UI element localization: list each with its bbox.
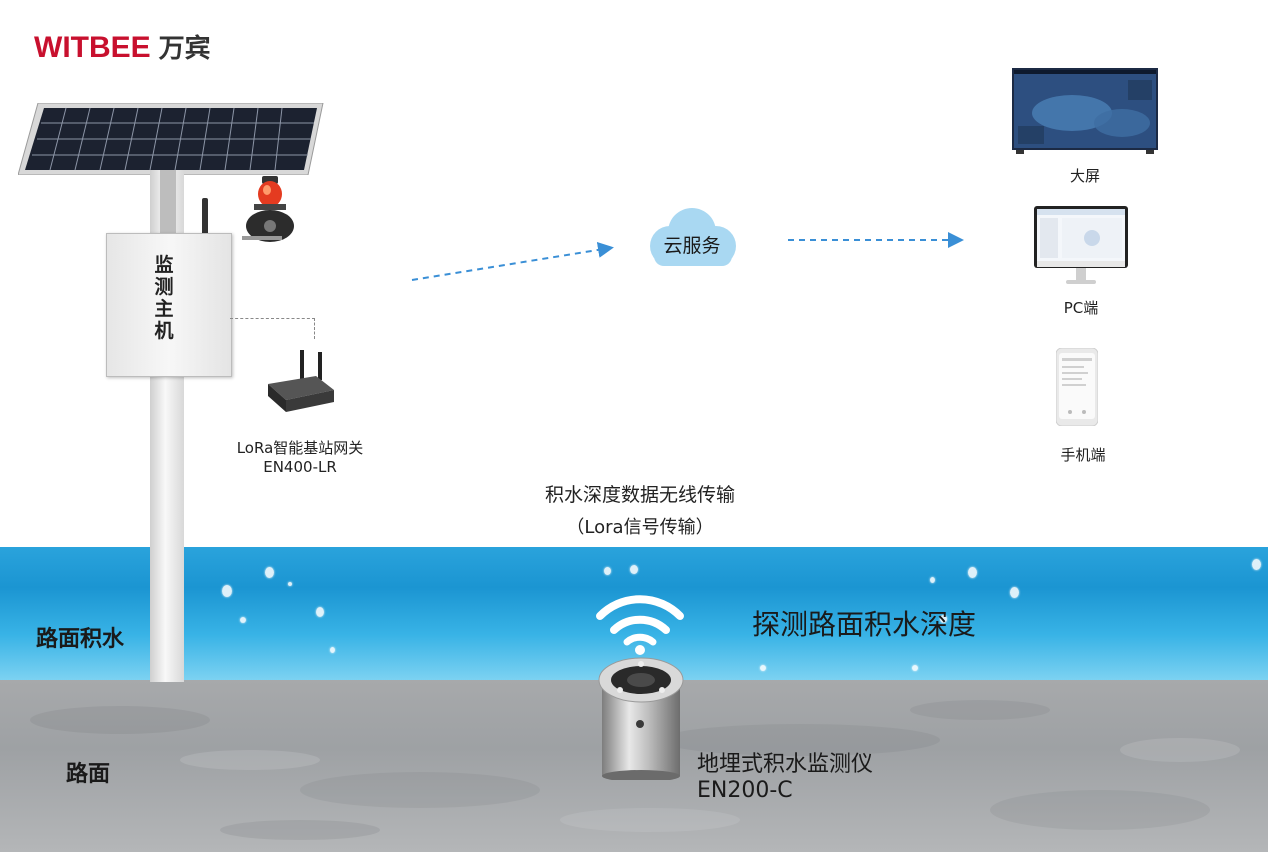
gateway-router-icon xyxy=(268,350,334,412)
cloud-icon xyxy=(650,208,736,266)
mobile-phone-icon xyxy=(1056,348,1098,426)
client-mobile-label: 手机端 xyxy=(1060,446,1106,464)
flow-arrows xyxy=(411,232,964,281)
host-gateway-connector xyxy=(230,318,315,339)
gateway-name: LoRa智能基站网关 xyxy=(236,439,364,457)
sensor-model: EN200-C xyxy=(697,778,793,803)
cloud-label: 云服务 xyxy=(663,235,721,257)
client-pc-label: PC端 xyxy=(1063,299,1099,317)
monitoring-host-box xyxy=(106,233,232,377)
host-antenna-icon xyxy=(202,198,208,236)
transmission-subtitle: （Lora信号传输） xyxy=(566,517,714,538)
logo-brand: WITBEE xyxy=(34,31,151,64)
water-surface-label: 路面积水 xyxy=(36,627,125,652)
transmission-title: 积水深度数据无线传输 xyxy=(544,484,735,506)
gateway-model: EN400-LR xyxy=(263,458,337,476)
solar-panel xyxy=(18,103,324,175)
pc-monitor-icon xyxy=(1034,206,1128,284)
wifi-signal-icon xyxy=(596,595,684,655)
logo-chinese: 万宾 xyxy=(158,33,211,63)
road-surface-label: 路面 xyxy=(66,762,111,787)
alarm-light-icon xyxy=(242,176,294,242)
sensor-name: 地埋式积水监测仪 xyxy=(697,752,874,777)
monitoring-host-label: 监测主机 xyxy=(154,254,174,342)
client-big-screen-label: 大屏 xyxy=(1069,167,1100,185)
big-screen-icon xyxy=(1012,68,1158,154)
arrow-gateway-to-cloud xyxy=(411,242,614,281)
road-texture xyxy=(30,700,1240,840)
panel-mount xyxy=(160,170,176,240)
probe-depth-label: 探测路面积水深度 xyxy=(752,608,977,641)
water-sensor-device-icon xyxy=(598,657,684,780)
water-bubbles xyxy=(0,547,1268,682)
